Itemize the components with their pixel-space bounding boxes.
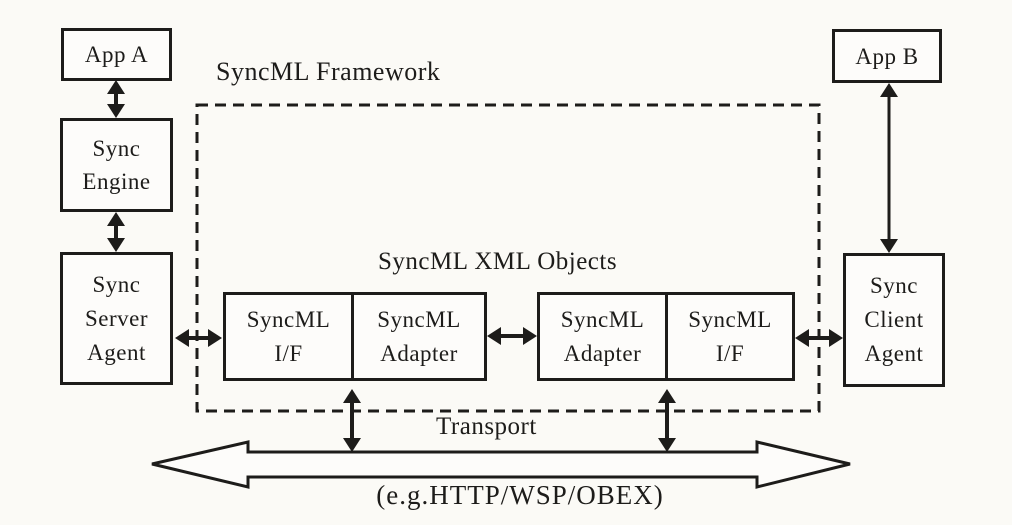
node-syncml-adapter-right-line2: Adapter [563,340,642,366]
node-app-b: App B [832,29,942,83]
transport-protocols-label: (e.g.HTTP/WSP/OBEX) [376,480,664,510]
node-sync-client-agent-line1: Sync [870,273,918,298]
node-syncml-adapter-left-line1: SyncML [377,306,461,332]
node-syncml-if-left-line1: SyncML [246,306,331,332]
framework-label: SyncML Framework [216,57,441,86]
node-app-a: App A [61,28,172,81]
arrow-syncmlIfRight-syncClientAgent [795,329,843,347]
arrow-adapterLeft-transport [343,389,361,452]
node-sync-client-agent-line2: Client [864,307,924,332]
arrow-appB-syncClientAgent [880,83,898,253]
arrow-syncEngine-syncServerAgent [107,212,125,252]
arrow-adapterRight-transport [658,389,676,452]
xml-objects-label: SyncML XML Objects [378,248,618,275]
node-syncml-adapter-right-line1: SyncML [560,306,645,332]
node-syncml-if-right-line1: SyncML [688,306,772,332]
arrow-syncServerAgent-syncmlIfLeft [175,329,222,347]
node-sync-client-agent: Sync Client Agent [843,253,945,387]
node-syncml-adapter-left: SyncML Adapter [351,292,487,381]
node-syncml-adapter-left-line2: Adapter [380,340,458,366]
arrow-appA-syncEngine [107,80,125,118]
node-sync-engine-line2: Engine [82,169,151,194]
node-sync-engine: Sync Engine [60,118,173,212]
node-syncml-if-right-line2: I/F [715,340,745,366]
node-syncml-if-left: SyncML I/F [223,292,354,381]
node-syncml-if-left-line2: I/F [274,340,303,366]
node-sync-server-agent: Sync Server Agent [60,252,173,385]
node-sync-engine-line1: Sync [92,136,141,161]
transport-label: Transport [436,413,537,440]
node-sync-server-agent-line2: Server [84,305,149,331]
node-app-b-label: App B [855,43,919,69]
node-sync-client-agent-line3: Agent [864,341,924,366]
node-sync-server-agent-line3: Agent [87,339,146,365]
node-syncml-if-right: SyncML I/F [665,292,795,381]
node-app-a-label: App A [84,42,149,67]
node-sync-server-agent-line1: Sync [92,271,141,297]
node-syncml-adapter-right: SyncML Adapter [537,292,668,381]
arrow-adapterLeft-adapterRight [487,327,537,345]
